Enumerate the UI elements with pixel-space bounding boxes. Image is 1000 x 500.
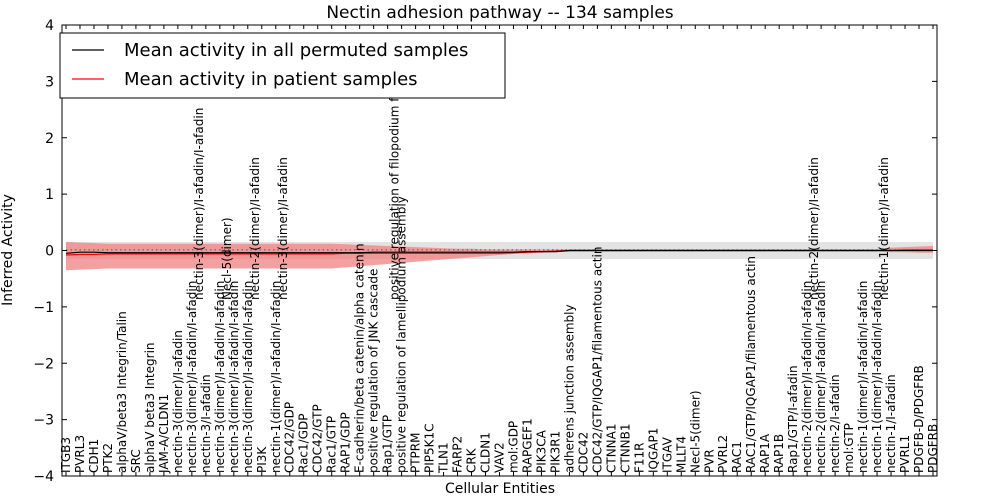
x-axis <box>65 25 934 476</box>
category-label-19: Rac1/GTP <box>325 416 339 473</box>
category-label-27: TLN1 <box>437 442 451 474</box>
category-label-62: PDGFRB <box>926 424 940 473</box>
category-label-12: nectin-3(dimer)/I-afadin/I-afadin <box>227 281 241 473</box>
legend-label-permuted: Mean activity in all permuted samples <box>124 40 468 61</box>
category-label-22: positive regulation of JNK cascade <box>367 269 381 473</box>
category-label-30: CLDN1 <box>479 432 493 473</box>
category-label-57: nectin-1(dimer)/I-afadin/I-afadin <box>856 281 870 473</box>
series-line-0 <box>65 249 933 254</box>
category-label-24: positive regulation of lamellipodium ass… <box>395 196 409 473</box>
category-label-49: RAC1/GTP/IQGAP1/filamentous actin <box>744 256 758 473</box>
category-label-33: RAPGEF1 <box>520 418 534 473</box>
category-label-35: PIK3R1 <box>548 431 562 473</box>
category-label-48: RAC1 <box>730 441 744 473</box>
series-bands <box>66 242 933 271</box>
category-label-58: nectin-1(dimer)/I-afadin/I-afadin <box>870 281 884 473</box>
chart-title: Nectin adhesion pathway -- 134 samples <box>326 3 673 23</box>
category-label-20: RAP1/GDP <box>339 412 353 473</box>
category-label-40: CTNNB1 <box>618 423 632 473</box>
y-tick-label-7: 3 <box>45 74 54 90</box>
category-label-28: FARP2 <box>451 436 465 473</box>
category-label-47: PVRL2 <box>716 435 730 473</box>
category-label-6: alphaV beta3 Integrin <box>143 342 157 473</box>
overlay-label-2: nectin-2(dimer)/I-afadin <box>248 157 262 300</box>
category-label-45: Necl-5(dimer) <box>688 390 702 473</box>
category-label-16: CDC42/GDP <box>283 402 297 473</box>
category-label-56: mol:GTP <box>842 423 856 473</box>
category-label-1: PVRL3 <box>73 435 87 473</box>
category-label-13: nectin-3(dimer)/I-afadin/I-afadin <box>241 281 255 473</box>
x-axis-title: Cellular Entities <box>445 481 555 497</box>
category-label-55: nectin-2/I-afadin <box>828 374 842 473</box>
category-label-61: PDGFB-D/PDGFRB <box>912 365 926 473</box>
overlay-label-3: nectin-3(dimer)/I-afadin <box>276 157 290 300</box>
category-label-11: nectin-3(dimer)/I-afadin/I-afadin <box>213 281 227 473</box>
category-label-51: RAP1B <box>772 434 786 473</box>
y-tick-label-4: 0 <box>45 244 54 260</box>
category-label-31: VAV2 <box>493 442 507 473</box>
category-label-38: CDC42/GTP/IQGAP1/filamentous actin <box>590 247 604 473</box>
y-tick-label-3: −1 <box>33 300 54 316</box>
category-label-0: ITGB3 <box>59 437 73 473</box>
category-label-14: PI3K <box>255 446 269 473</box>
category-label-32: mol:GDP <box>506 421 520 473</box>
category-label-26: PIP5K1C <box>423 423 437 473</box>
category-label-17: Rac1/GDP <box>297 414 311 473</box>
y-axis-title: Inferred Activity <box>0 194 16 306</box>
y-tick-label-6: 2 <box>45 131 54 147</box>
category-label-5: SRC <box>129 449 143 473</box>
legend-label-patient: Mean activity in patient samples <box>124 69 418 90</box>
category-label-59: nectin-1/I-afadin <box>884 374 898 473</box>
y-tick-label-2: −2 <box>33 356 54 372</box>
category-label-37: CDC42 <box>576 432 590 473</box>
category-label-18: CDC42/GTP <box>311 404 325 473</box>
category-label-25: PTPRM <box>409 433 423 474</box>
category-label-39: CTNNA1 <box>604 423 618 473</box>
overlay-label-4: positive regulation of filopodium format… <box>388 43 402 300</box>
category-label-29: CRK <box>465 447 479 473</box>
series-lines <box>65 249 933 256</box>
category-label-9: nectin-3(dimer)/I-afadin/I-afadin <box>185 281 199 473</box>
legend-box <box>59 32 506 99</box>
category-label-43: ITGAV <box>660 436 674 473</box>
category-label-41: F11R <box>632 442 646 473</box>
y-tick-label-5: 1 <box>45 187 54 203</box>
overlay-label-6: nectin-1(dimer)/I-afadin <box>877 157 891 300</box>
overlay-label-1: Necl-5(dimer) <box>220 217 234 300</box>
category-label-60: PVRL1 <box>898 435 912 473</box>
category-label-7: JAM-A/CLDN1 <box>157 394 171 474</box>
y-tick-label-0: −4 <box>33 469 54 485</box>
category-label-36: adherens junction assembly <box>562 304 576 473</box>
category-label-46: PVR <box>702 449 716 473</box>
series-band-1 <box>66 242 933 271</box>
legend: Mean activity in all permuted samples Me… <box>59 32 506 99</box>
category-label-21: E-cadherin/beta catenin/alpha catenin <box>353 243 367 473</box>
category-label-52: Rap1/GTP/I-afadin <box>786 365 800 473</box>
category-label-34: PIK3CA <box>534 429 548 473</box>
y-tick-label-8: 4 <box>45 18 54 34</box>
category-label-3: PTK2 <box>101 443 115 473</box>
category-label-4: alphaV/beta3 Integrin/Talin <box>115 311 129 473</box>
category-label-15: nectin-1(dimer)/I-afadin/I-afadin <box>269 281 283 473</box>
category-label-2: CDH1 <box>87 439 101 473</box>
category-label-44: MLLT4 <box>674 436 688 473</box>
overlay-label-0: nectin-3(dimer)/I-afadin/I-afadin <box>192 108 206 300</box>
y-axis: −4 −3 −2 −1 0 1 2 3 4 <box>33 18 937 485</box>
category-label-42: IQGAP1 <box>646 428 660 473</box>
category-label-8: nectin-3(dimer)/I-afadin <box>171 330 185 473</box>
category-label-10: nectin-3/I-afadin <box>199 374 213 473</box>
y-tick-label-1: −3 <box>33 413 54 429</box>
category-label-54: nectin-2(dimer)/I-afadin/I-afadin <box>814 281 828 473</box>
category-label-23: Rap1/GTP <box>381 415 395 473</box>
category-label-53: nectin-2(dimer)/I-afadin/I-afadin <box>800 281 814 473</box>
category-label-50: RAP1A <box>758 433 772 473</box>
overlay-label-5: nectin-2(dimer)/I-afadin <box>807 157 821 300</box>
